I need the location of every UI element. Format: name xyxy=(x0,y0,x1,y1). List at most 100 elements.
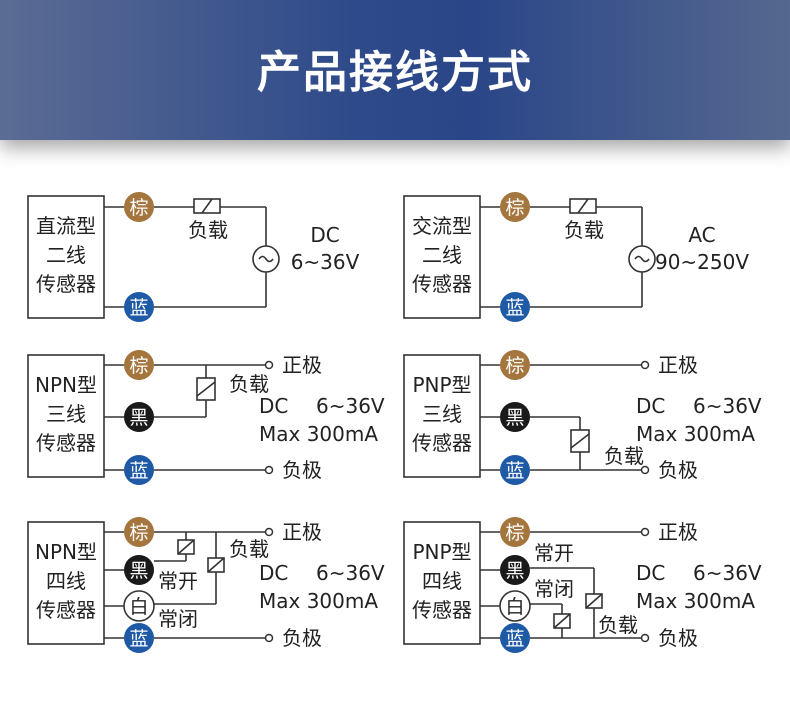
white-wire-label: 白 xyxy=(129,596,148,618)
blue-wire-badge xyxy=(500,292,530,322)
sensor-type-label: 直流型 xyxy=(36,214,96,238)
blue-wire-label: 蓝 xyxy=(505,460,524,482)
sensor-wires-label: 四线 xyxy=(422,569,462,593)
supply-voltage-label: 6~36V xyxy=(316,394,385,418)
black-wire-label: 黑 xyxy=(129,407,148,429)
wire-badges: 棕 蓝 棕 蓝 棕 黑 蓝 棕 黑 蓝 棕 黑 白 蓝 棕 黑 xyxy=(123,192,531,653)
sensor-label: 传感器 xyxy=(36,431,96,455)
blue-wire-badge xyxy=(124,455,154,485)
negative-terminal-label: 负极 xyxy=(658,458,698,482)
black-wire-label: 黑 xyxy=(505,407,524,429)
supply-current-label: Max 300mA xyxy=(259,422,378,446)
negative-terminal-label: 负极 xyxy=(658,626,698,650)
supply-current-label: Max 300mA xyxy=(636,422,755,446)
brown-wire-label: 棕 xyxy=(129,355,148,377)
sensor-box-dc2 xyxy=(27,195,105,319)
supply-type-label: DC xyxy=(259,394,288,418)
brown-wire-badge xyxy=(500,517,530,547)
supply-type-label: AC xyxy=(688,223,715,247)
blue-wire-badge xyxy=(124,292,154,322)
black-wire-badge xyxy=(124,555,154,585)
header-banner: 产品接线方式 xyxy=(0,0,790,140)
sensor-type-label: NPN型 xyxy=(35,540,97,564)
load-label: 负载 xyxy=(564,218,604,242)
blue-wire-label: 蓝 xyxy=(129,297,148,319)
normally-open-label: 常开 xyxy=(534,541,574,565)
sensor-wires-label: 三线 xyxy=(422,402,462,426)
blue-wire-label: 蓝 xyxy=(505,628,524,650)
supply-current-label: Max 300mA xyxy=(259,589,378,613)
supply-type-label: DC xyxy=(636,394,665,418)
terminal-dot xyxy=(264,465,274,475)
blue-wire-badge xyxy=(500,623,530,653)
white-wire-badge xyxy=(499,590,531,622)
supply-voltage-label: 90~250V xyxy=(655,250,749,274)
supply-type-label: DC xyxy=(310,223,339,247)
brown-wire-label: 棕 xyxy=(129,197,148,219)
supply-type-label: DC xyxy=(636,561,665,585)
sensor-wires-label: 三线 xyxy=(46,402,86,426)
terminal-dot xyxy=(264,633,274,643)
load-coil-dc2 xyxy=(193,198,221,214)
sensor-type-label: PNP型 xyxy=(412,373,471,397)
terminal-dot xyxy=(640,633,650,643)
sensor-wires-label: 四线 xyxy=(46,569,86,593)
sensor-wires-label: 二线 xyxy=(46,243,86,267)
sensor-box-pnp3 xyxy=(403,354,481,478)
black-wire-label: 黑 xyxy=(129,560,148,582)
white-wire-label: 白 xyxy=(505,596,524,618)
supply-voltage-label: 6~36V xyxy=(316,561,385,585)
sensor-label: 传感器 xyxy=(36,598,96,622)
brown-wire-badge xyxy=(500,350,530,380)
sensor-box-pnp4 xyxy=(403,521,481,645)
black-wire-badge xyxy=(124,402,154,432)
terminal-dot xyxy=(640,527,650,537)
load-coil-ac2 xyxy=(569,198,597,214)
positive-terminal-label: 正极 xyxy=(658,520,698,544)
load-label: 负载 xyxy=(188,218,228,242)
sensor-box-npn3 xyxy=(27,354,105,478)
blue-wire-label: 蓝 xyxy=(129,628,148,650)
blue-wire-badge xyxy=(500,455,530,485)
sensor-label: 传感器 xyxy=(412,431,472,455)
supply-type-label: DC xyxy=(259,561,288,585)
load-label: 负载 xyxy=(598,613,638,637)
sensor-box-npn4 xyxy=(27,521,105,645)
sensor-label: 传感器 xyxy=(36,272,96,296)
blue-wire-label: 蓝 xyxy=(129,460,148,482)
normally-open-label: 常开 xyxy=(158,569,198,593)
brown-wire-label: 棕 xyxy=(505,197,524,219)
load-label: 负载 xyxy=(229,372,269,396)
page-title: 产品接线方式 xyxy=(257,47,533,98)
terminal-dot xyxy=(264,360,274,370)
brown-wire-label: 棕 xyxy=(505,355,524,377)
sensor-type-label: NPN型 xyxy=(35,373,97,397)
supply-current-label: Max 300mA xyxy=(636,589,755,613)
black-wire-label: 黑 xyxy=(505,560,524,582)
positive-terminal-label: 正极 xyxy=(282,520,322,544)
supply-voltage-label: 6~36V xyxy=(291,250,360,274)
normally-closed-label: 常闭 xyxy=(158,607,198,631)
blue-wire-badge xyxy=(124,623,154,653)
brown-wire-badge xyxy=(124,517,154,547)
load-label: 负载 xyxy=(604,444,644,468)
white-wire-badge xyxy=(123,590,155,622)
load-label: 负载 xyxy=(229,537,269,561)
normally-closed-label: 常闭 xyxy=(534,577,574,601)
terminal-dot xyxy=(264,527,274,537)
negative-terminal-label: 负极 xyxy=(282,626,322,650)
sensor-wires-label: 二线 xyxy=(422,243,462,267)
black-wire-badge xyxy=(500,555,530,585)
brown-wire-badge xyxy=(500,192,530,222)
terminal-dot xyxy=(640,465,650,475)
brown-wire-label: 棕 xyxy=(505,522,524,544)
brown-wire-badge xyxy=(124,350,154,380)
sensor-label: 传感器 xyxy=(412,598,472,622)
sensor-type-label: 交流型 xyxy=(412,214,472,238)
positive-terminal-label: 正极 xyxy=(282,353,322,377)
sensor-box-ac2 xyxy=(403,195,481,319)
sensor-label: 传感器 xyxy=(412,272,472,296)
brown-wire-badge xyxy=(124,192,154,222)
black-wire-badge xyxy=(500,402,530,432)
